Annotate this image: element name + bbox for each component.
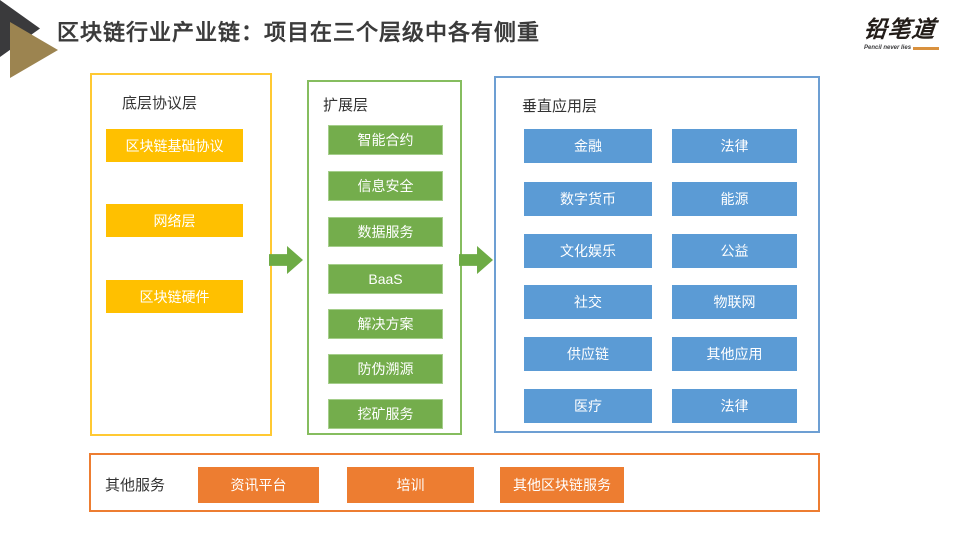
- brand-logo: 铅笔道 Pencil never lies: [862, 10, 942, 51]
- node-law: 法律: [672, 129, 797, 163]
- node-other-applications: 其他应用: [672, 337, 797, 371]
- node-info-security: 信息安全: [328, 171, 443, 201]
- node-energy: 能源: [672, 182, 797, 216]
- node-baas: BaaS: [328, 264, 443, 294]
- node-blockchain-hardware: 区块链硬件: [106, 280, 243, 313]
- layer-other-services: 其他服务 资讯平台 培训 其他区块链服务: [89, 453, 820, 512]
- node-medical: 医疗: [524, 389, 652, 423]
- layer-extension-label: 扩展层: [323, 97, 369, 114]
- node-data-service: 数据服务: [328, 217, 443, 247]
- node-information-platform: 资讯平台: [198, 467, 319, 503]
- layer-base-protocol-label: 底层协议层: [122, 95, 198, 112]
- node-training: 培训: [347, 467, 474, 503]
- node-iot: 物联网: [672, 285, 797, 319]
- node-public-welfare: 公益: [672, 234, 797, 268]
- arrow-right-icon: [459, 246, 493, 274]
- brand-logo-name: 铅笔道: [862, 16, 938, 42]
- node-network-layer: 网络层: [106, 204, 243, 237]
- brand-logo-underline: [913, 46, 940, 50]
- page-title: 区块链行业产业链：项目在三个层级中各有侧重: [57, 20, 541, 45]
- layer-extension: 扩展层 智能合约 信息安全 数据服务 BaaS 解决方案 防伪溯源 挖矿服务: [307, 80, 462, 435]
- node-anti-counterfeit-trace: 防伪溯源: [328, 354, 443, 384]
- layer-base-protocol: 底层协议层 区块链基础协议 网络层 区块链硬件: [90, 73, 272, 436]
- node-solution: 解决方案: [328, 309, 443, 339]
- brand-logo-sub: Pencil never lies: [864, 45, 942, 51]
- layer-other-services-label: 其他服务: [105, 477, 166, 494]
- node-smart-contract: 智能合约: [328, 125, 443, 155]
- brand-logo-tagline: Pencil never lies: [864, 45, 912, 51]
- node-supply-chain: 供应链: [524, 337, 652, 371]
- node-other-blockchain-services: 其他区块链服务: [500, 467, 624, 503]
- node-digital-currency: 数字货币: [524, 182, 652, 216]
- layer-vertical-application: 垂直应用层 金融 数字货币 文化娱乐 社交 供应链 医疗 法律 能源 公益 物联…: [494, 76, 820, 433]
- layer-vertical-application-label: 垂直应用层: [522, 98, 598, 115]
- node-finance: 金融: [524, 129, 652, 163]
- node-blockchain-base-protocol: 区块链基础协议: [106, 129, 243, 162]
- node-law-2: 法律: [672, 389, 797, 423]
- arrow-right-icon: [269, 246, 303, 274]
- node-mining-service: 挖矿服务: [328, 399, 443, 429]
- node-social: 社交: [524, 285, 652, 319]
- node-culture-entertainment: 文化娱乐: [524, 234, 652, 268]
